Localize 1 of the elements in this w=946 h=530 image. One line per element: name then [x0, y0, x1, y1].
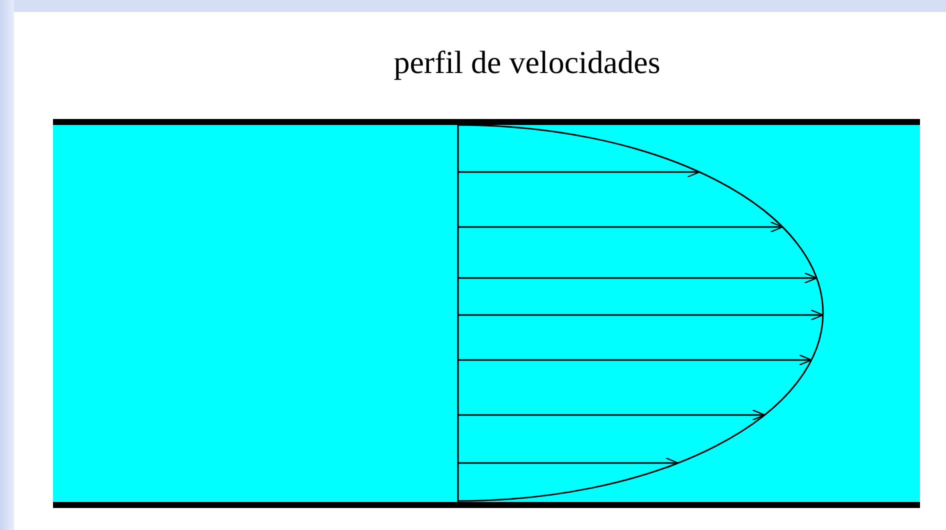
title: perfil de velocidades — [392, 44, 662, 81]
